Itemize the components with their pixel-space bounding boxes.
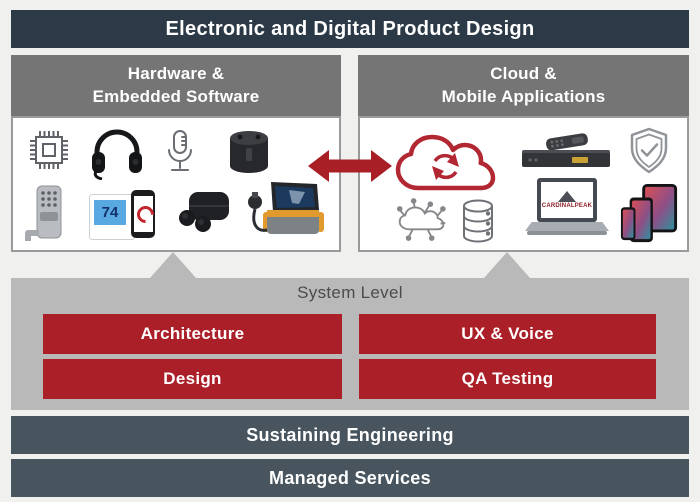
- system-level-item-ux-voice: UX & Voice: [359, 314, 656, 354]
- system-level-panel: System Level Architecture Design UX & Vo…: [11, 278, 689, 410]
- connector-triangle-right: [484, 252, 530, 278]
- laptop-screen: CARDINALPEAK: [541, 182, 593, 218]
- gaming-headset-icon: [88, 124, 146, 181]
- hardware-panel: 74: [11, 116, 341, 252]
- iot-network-icon: [396, 196, 448, 244]
- laptop-keyboard: [525, 222, 609, 231]
- system-level-item-architecture: Architecture: [43, 314, 342, 354]
- hardware-section-header: Hardware & Embedded Software: [11, 55, 341, 116]
- cardinal-peak-mountain-logo: [558, 191, 576, 202]
- database-icon: [460, 198, 496, 244]
- thermostat-app-screen: [132, 196, 158, 232]
- smart-thermostat-icon: 74: [89, 190, 158, 242]
- cloud-section-header: Cloud & Mobile Applications: [358, 55, 689, 116]
- shield-check-icon: [626, 126, 672, 176]
- wireless-earbuds-icon: [173, 188, 233, 234]
- thermostat-display: 74: [94, 200, 126, 225]
- thermostat-app-phone: [131, 190, 158, 238]
- portable-ultrasound-icon: [247, 180, 325, 244]
- mobile-devices-icon: [620, 184, 678, 244]
- sustaining-engineering-bar: Sustaining Engineering: [11, 416, 689, 454]
- system-level-item-qa-testing: QA Testing: [359, 359, 656, 399]
- microphone-icon: [163, 128, 197, 178]
- system-level-label: System Level: [297, 283, 403, 302]
- laptop-cardinal-peak-icon: CARDINALPEAK: [525, 178, 609, 240]
- cloud-sync-icon: [390, 126, 506, 198]
- thermostat-body: 74: [89, 194, 135, 240]
- set-top-box-icon: [520, 132, 612, 172]
- chip-icon: [27, 128, 71, 172]
- managed-services-bar: Managed Services: [11, 459, 689, 497]
- connector-triangle-left: [150, 252, 196, 278]
- bidirectional-arrow-icon: [308, 150, 392, 182]
- system-level-item-design: Design: [43, 359, 342, 399]
- laptop-base: [527, 231, 607, 235]
- thermostat-app-gauge: [132, 202, 158, 227]
- laptop-bezel: CARDINALPEAK: [537, 178, 597, 222]
- cloud-panel: CARDINALPEAK: [358, 116, 689, 252]
- smart-speaker-icon: [225, 128, 273, 178]
- keypad-door-lock-icon: [23, 184, 71, 246]
- diagram-title: Electronic and Digital Product Design: [11, 10, 689, 48]
- cardinal-peak-logo-text: CARDINALPEAK: [541, 203, 593, 209]
